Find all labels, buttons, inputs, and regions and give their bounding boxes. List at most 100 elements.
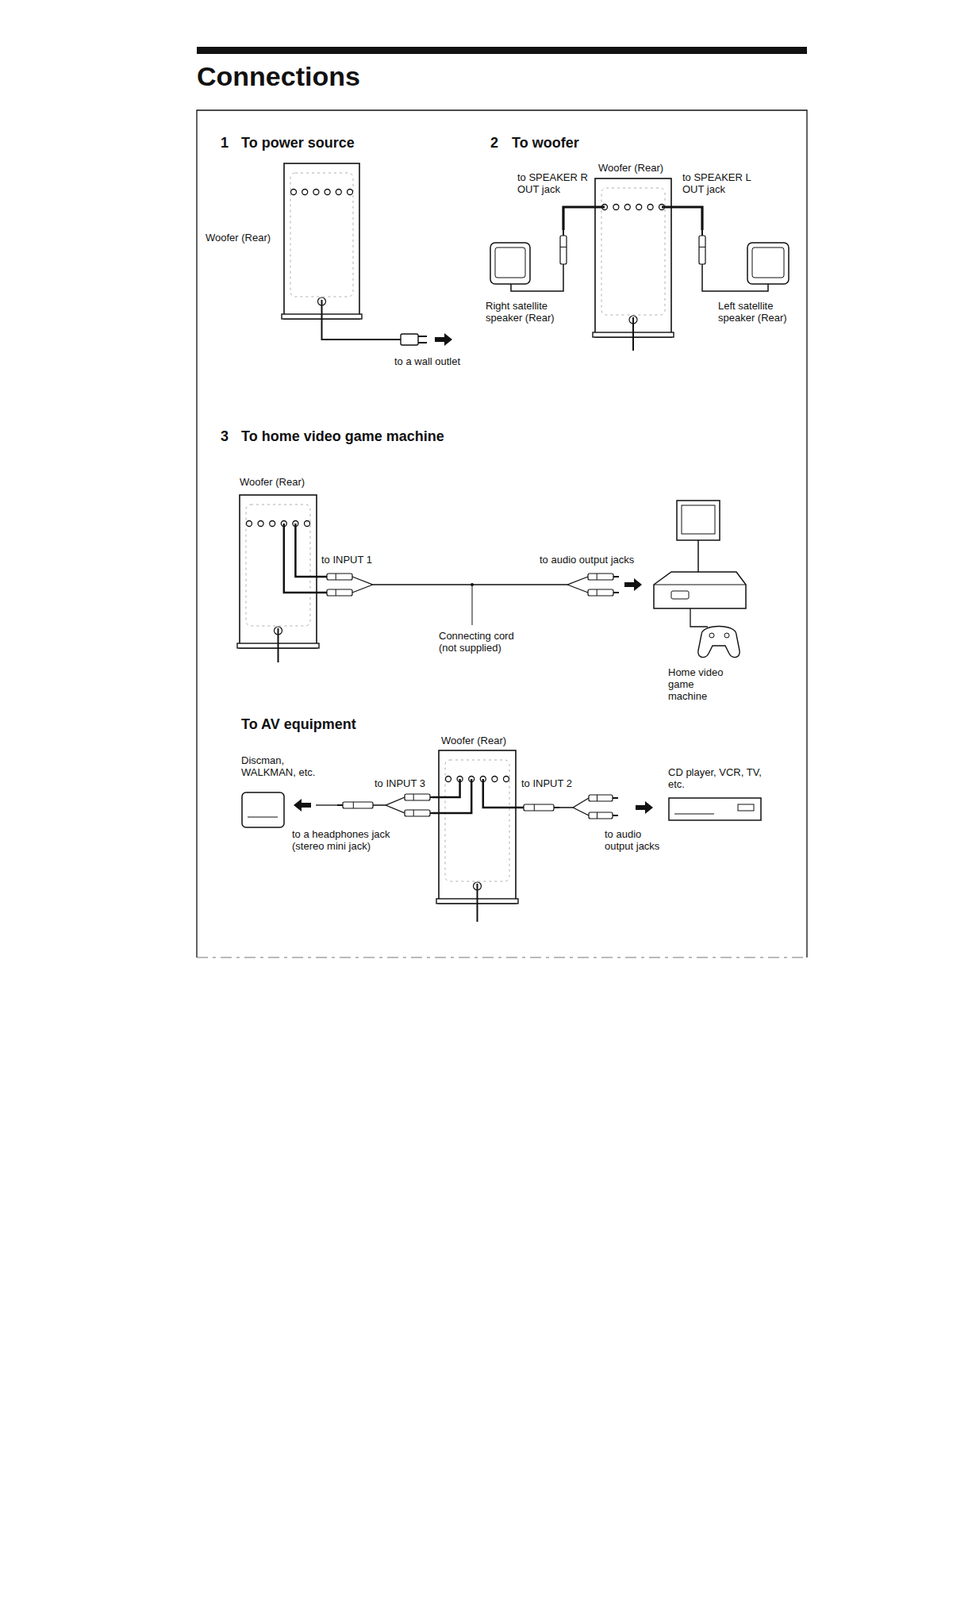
woofer-panel (290, 172, 354, 297)
connecting-cord (352, 584, 373, 593)
jack (302, 189, 308, 196)
cd-display (737, 804, 754, 811)
woofer-panel (245, 504, 311, 627)
connecting-cord (315, 804, 338, 806)
plug-ring (596, 795, 598, 802)
plug-tip (701, 230, 704, 236)
label-text: to audio output jacks (539, 553, 634, 566)
section-heading: 3 (220, 428, 229, 446)
jack (624, 204, 631, 211)
jack (324, 189, 331, 196)
woofer-cabinet (438, 750, 516, 904)
jack (313, 189, 319, 196)
plug-ring (335, 589, 337, 596)
tv-set (676, 500, 720, 541)
jack (647, 204, 654, 211)
label-text: to a wall outlet (394, 355, 461, 368)
plug-ring (534, 804, 535, 811)
rca-plug (326, 573, 353, 581)
woofer-cabinet (284, 163, 360, 319)
plug-tip (562, 230, 565, 236)
audio-cord (432, 779, 472, 814)
label-text: Woofer (Rear) (441, 734, 507, 747)
direction-arrow (624, 578, 642, 592)
label-text: to INPUT 2 (521, 777, 573, 790)
rca-plug (342, 802, 373, 809)
controller-button (709, 633, 715, 638)
speaker-cord (510, 264, 564, 292)
rca-plug (588, 812, 613, 819)
audio-cord (295, 523, 327, 577)
page-title: Connections (196, 60, 361, 93)
audio-cord (284, 523, 327, 593)
frame-bottom (196, 957, 807, 959)
plug-tip (337, 804, 343, 807)
rca-plug (588, 795, 613, 802)
controller-button (724, 633, 730, 638)
power-cord (632, 317, 634, 351)
plug-ring (596, 573, 598, 581)
jack (304, 521, 311, 527)
jack (347, 189, 354, 196)
rca-plug (587, 589, 614, 596)
label-text: CD player, VCR, TV, etc. (668, 766, 772, 791)
jack (269, 521, 276, 527)
connecting-cord (572, 807, 589, 816)
label-text: Left satellite speaker (Rear) (718, 299, 794, 324)
plug-ring (699, 246, 706, 248)
label-text: Woofer (Rear) (205, 231, 271, 244)
cd-tray (674, 814, 715, 815)
jack (636, 204, 642, 211)
section-heading: To AV equipment (241, 716, 357, 734)
connecting-cord (567, 584, 588, 593)
jack (335, 189, 342, 196)
section-heading: To woofer (511, 134, 580, 152)
plug-tip (612, 814, 619, 817)
jack (291, 189, 297, 196)
jack (491, 776, 498, 783)
leader-line (472, 584, 473, 626)
connecting-cord (372, 797, 405, 806)
label-text: to SPEAKER L OUT jack (682, 171, 759, 196)
section-heading: To power source (241, 134, 355, 152)
plug-ring (560, 246, 567, 248)
plug-tip (430, 796, 436, 799)
label-text: to audio output jacks (604, 828, 669, 853)
cd-player (668, 798, 761, 821)
label-text: Woofer (Rear) (239, 476, 305, 488)
label-text: to INPUT 1 (321, 553, 373, 566)
woofer-panel (445, 760, 510, 882)
section-heading: 2 (490, 134, 499, 152)
speaker-cord (563, 207, 605, 231)
rca-plug (523, 804, 554, 811)
label-text: Right satellite speaker (Rear) (485, 299, 565, 324)
game-controller (698, 626, 740, 658)
discman-detail (247, 817, 278, 819)
plug-tip (430, 812, 436, 815)
rca-plug (587, 573, 614, 581)
connecting-cord (385, 805, 405, 814)
power-cord (322, 299, 402, 340)
label-text: Discman, WALKMAN, etc. (241, 754, 321, 779)
direction-arrow (293, 799, 312, 812)
jack (445, 776, 452, 783)
woofer-cabinet (239, 495, 317, 649)
power-cord (277, 628, 280, 663)
plug-tip (612, 797, 619, 800)
direction-arrow (635, 801, 654, 815)
audio-cord (483, 779, 524, 808)
satellite-speaker (490, 242, 531, 285)
section-heading: To home video game machine (241, 428, 445, 446)
console-button (671, 591, 689, 600)
plug-tip (321, 591, 327, 594)
plug-ring (596, 812, 598, 819)
console-edge (653, 584, 746, 586)
label-text: to SPEAKER R OUT jack (517, 171, 594, 196)
plug-prong (418, 335, 427, 338)
rca-plug (404, 794, 431, 801)
speaker-cord (702, 264, 769, 292)
plug-ring (335, 573, 337, 581)
label-text: Home video game machine (668, 666, 736, 703)
header-bar (196, 46, 807, 54)
